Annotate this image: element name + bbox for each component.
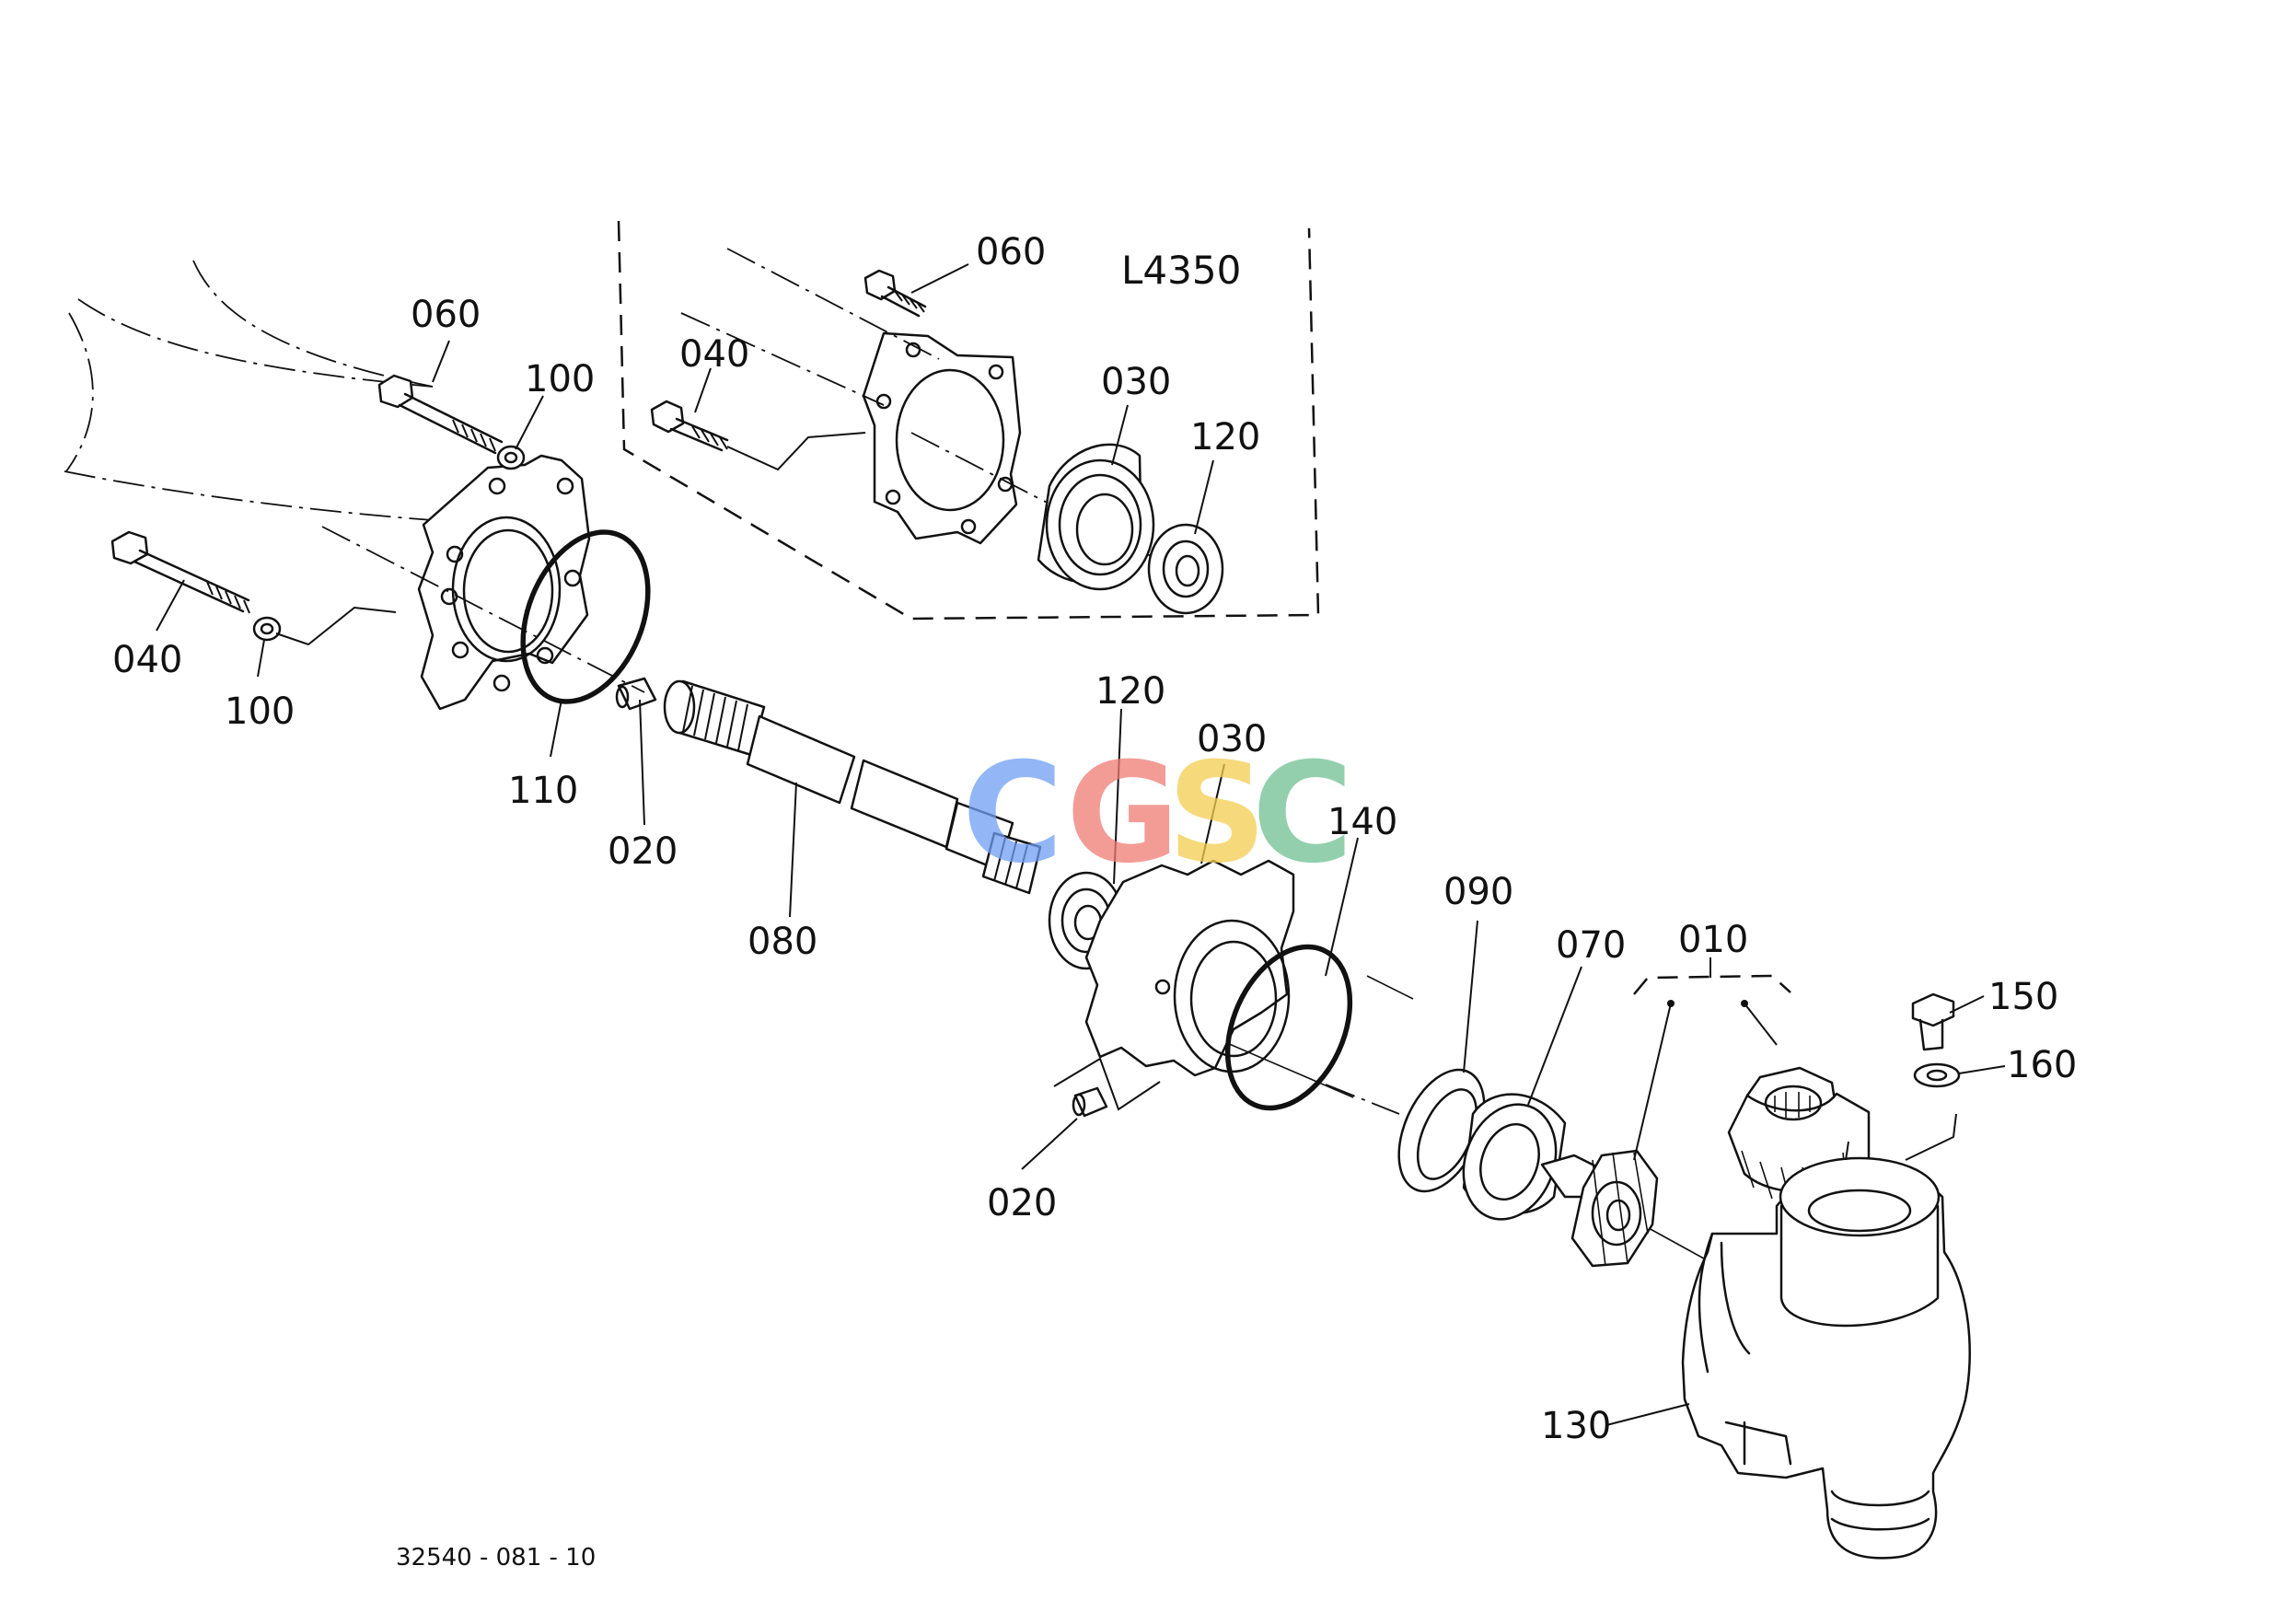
leader-lines: [156, 263, 2006, 1426]
washer-160: [1913, 1062, 1961, 1088]
watermark-letter-3: S: [1167, 734, 1267, 894]
shim-090: [1397, 1068, 1486, 1193]
inset-bolt-060: [863, 269, 927, 318]
watermark-cgsc: C G S C: [962, 734, 1353, 894]
watermark-letter-4: C: [1252, 734, 1353, 894]
callout-110: 110: [508, 770, 578, 812]
callout-labels: 060 L4350 040 030 120 060 100 040 100 11…: [112, 231, 2077, 1572]
o-ring-110: [520, 529, 651, 704]
model-label: L4350: [1121, 248, 1241, 293]
group-bracket-010: [1633, 974, 1791, 1161]
bolt-040: [110, 530, 250, 614]
bearing-070: [1462, 1093, 1567, 1221]
bearing-holder-030: [1084, 859, 1295, 1077]
callout-130: 130: [1541, 1405, 1611, 1447]
callout-070: 070: [1556, 924, 1626, 967]
inset-flange-plate: [862, 331, 1022, 545]
callout-080: 080: [747, 921, 817, 963]
callout-030: 030: [1197, 718, 1267, 760]
callout-090: 090: [1443, 871, 1513, 913]
callout-160: 160: [2007, 1044, 2077, 1086]
callout-040-inset: 040: [679, 333, 749, 376]
inset-bolt-040: [650, 400, 866, 471]
callout-120: 120: [1095, 670, 1165, 713]
drawing-number: 32540 - 081 - 10: [396, 1544, 596, 1572]
plug-150: [1911, 992, 1955, 1051]
watermark-letter-1: C: [962, 734, 1063, 894]
washer-100-lower: [252, 606, 397, 646]
l4350-inset-frame: [617, 220, 1320, 621]
bevel-pinion-010: [1540, 1149, 1659, 1268]
callout-150: 150: [1988, 976, 2058, 1018]
callout-040: 040: [112, 639, 182, 681]
callout-020-lower: 020: [987, 1182, 1057, 1224]
callout-060: 060: [411, 294, 481, 336]
pin-020-upper: [615, 677, 657, 711]
callout-010: 010: [1678, 919, 1748, 961]
bolt-060: [377, 374, 504, 455]
main-flange-plate: [417, 454, 591, 711]
washer-100-upper: [496, 445, 526, 470]
axle-housing-outline: [64, 260, 434, 521]
callout-100-upper: 100: [525, 358, 595, 400]
callout-140: 140: [1327, 801, 1397, 843]
callout-030-inset: 030: [1101, 361, 1171, 403]
watermark-letter-2: G: [1066, 734, 1179, 894]
inset-seal-120: [1147, 523, 1224, 615]
o-ring-140: [1224, 944, 1353, 1111]
inset-bearing-030: [1037, 443, 1155, 591]
pin-020-lower: [1053, 1057, 1161, 1118]
gear-case-130: [1681, 1113, 1971, 1560]
callout-100-lower: 100: [225, 690, 295, 733]
callout-120-inset: 120: [1190, 416, 1260, 458]
shaft-080: [663, 679, 1042, 895]
callout-020-upper: 020: [608, 830, 678, 873]
callout-060-inset: 060: [976, 231, 1046, 273]
